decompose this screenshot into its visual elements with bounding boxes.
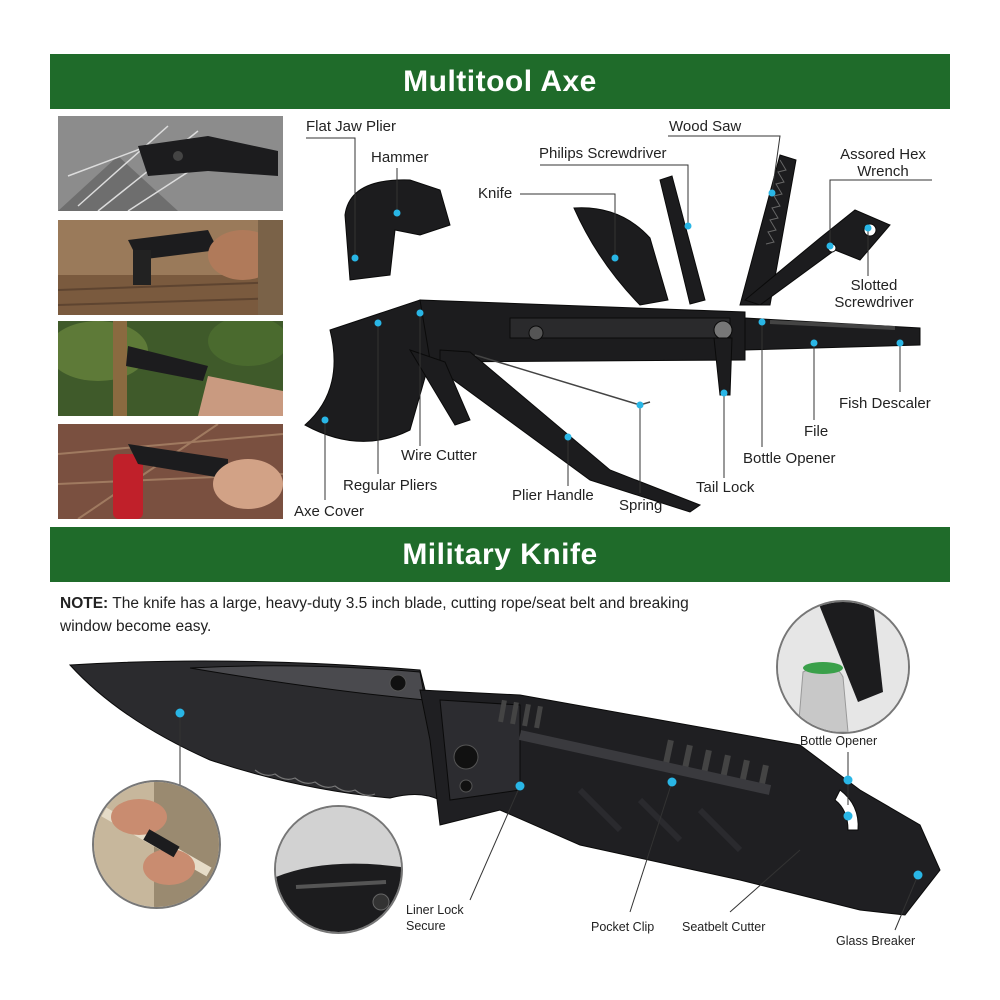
bottle-opener-zoom-circle [776,600,910,734]
label-hex-wrench: Assored Hex Wrench [840,146,926,180]
usage-photo-hammer [58,220,283,315]
usage-photo-bike [58,116,283,211]
label-wood-saw: Wood Saw [669,118,742,135]
label-file: File [804,423,829,440]
label-tail-lock: Tail Lock [696,479,755,496]
note-label: NOTE: [60,595,109,612]
label-knife: Knife [478,185,513,202]
label-plier-handle: Plier Handle [512,487,594,504]
label-bottle-opener-axe: Bottle Opener [743,450,836,467]
usage-photo-axe [58,321,283,416]
label-slotted-screwdriver: Slotted Screwdriver [834,277,914,311]
label-glass-breaker: Glass Breaker [836,934,916,948]
multitool-axe-drawing [304,154,921,513]
label-fish-descaler: Fish Descaler [839,395,931,412]
rope-cutting-zoom-circle [92,780,221,909]
knife-marker-dots [175,708,923,880]
label-hammer: Hammer [371,149,429,166]
military-knife-drawing [68,660,941,916]
label-bottle-opener-knife: Bottle Opener [800,734,878,748]
label-regular-pliers: Regular Pliers [343,477,438,494]
axe-leader-lines [306,135,932,500]
label-seatbelt-cutter: Seatbelt Cutter [682,920,766,934]
label-liner-lock: Liner Lock Secure [406,903,464,933]
multitool-axe-banner: Multitool Axe [50,54,950,109]
note-text: The knife has a large, heavy-duty 3.5 in… [60,595,689,636]
multitool-axe-title: Multitool Axe [403,64,597,98]
label-flat-jaw-plier: Flat Jaw Plier [306,118,397,135]
label-axe-cover: Axe Cover [294,503,365,520]
military-knife-banner: Military Knife [50,527,950,582]
liner-lock-zoom-circle [274,805,403,934]
usage-photo-bottle [58,424,283,519]
label-pocket-clip: Pocket Clip [591,920,655,934]
label-spring: Spring [619,497,663,514]
label-wire-cutter: Wire Cutter [401,447,477,464]
label-philips-screwdriver: Philips Screwdriver [539,145,667,162]
axe-marker-dots [321,189,904,441]
knife-leader-lines [179,713,919,931]
knife-note: NOTE: The knife has a large, heavy-duty … [60,592,700,639]
military-knife-title: Military Knife [402,537,598,571]
